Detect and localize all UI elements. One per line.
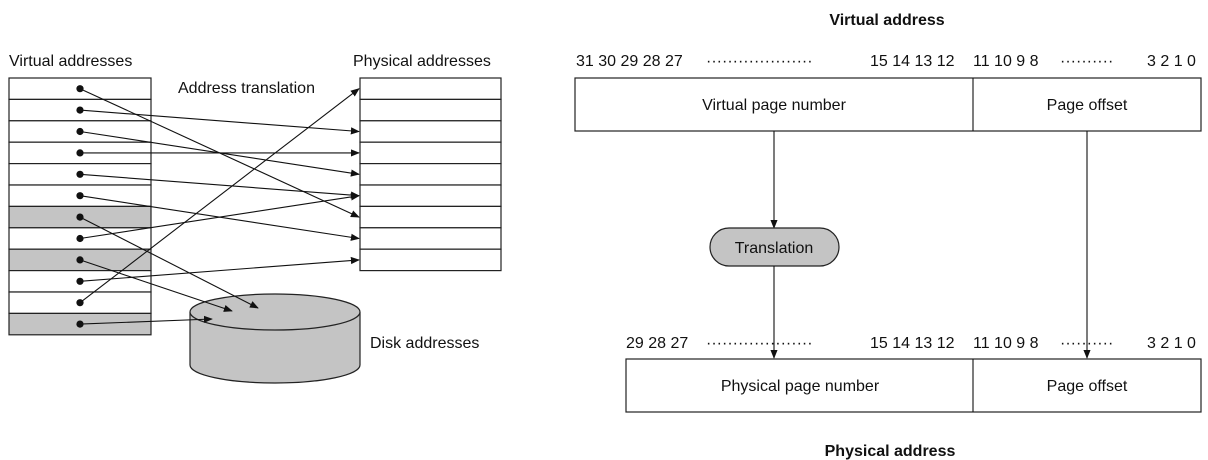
- mapping-arrow: [79, 109, 360, 135]
- physical-page-offset-field: Page offset: [1047, 378, 1128, 395]
- disk-addresses-label: Disk addresses: [370, 335, 479, 352]
- mapping-arrow: [79, 216, 259, 309]
- address-mapping-figure: Virtual addresses Physical addresses Add…: [8, 53, 502, 384]
- address-format-figure: Virtual address 31 30 29 28 27 ·········…: [574, 12, 1202, 460]
- physical-bits-mid-right: 11 10 9 8: [973, 335, 1039, 352]
- virtual-bits-right: 3 2 1 0: [1147, 53, 1196, 70]
- physical-address-box: [625, 358, 1202, 413]
- mapping-dot: [76, 149, 84, 157]
- physical-page-number-field: Physical page number: [721, 378, 880, 395]
- mapping-dot: [76, 213, 84, 221]
- physical-address-title: Physical address: [825, 443, 956, 460]
- physical-bits-right: 3 2 1 0: [1147, 335, 1196, 352]
- mapping-dot: [76, 277, 84, 285]
- virtual-page-table: [8, 77, 152, 336]
- virtual-bits-dots-short: ··········: [1060, 53, 1113, 70]
- physical-page-table: [359, 77, 502, 272]
- mapping-dot: [76, 234, 84, 243]
- virtual-address-title: Virtual address: [829, 12, 944, 29]
- physical-page-row: [359, 248, 502, 272]
- mapping-arrow: [79, 173, 360, 199]
- virtual-bits-dots: ····················: [706, 53, 813, 70]
- physical-page-row: [359, 227, 502, 250]
- virtual-bits-mid-right: 11 10 9 8: [973, 53, 1039, 70]
- address-translation-label: Address translation: [178, 80, 315, 97]
- physical-page-row: [359, 184, 502, 207]
- translation-label: Translation: [735, 240, 814, 257]
- mapping-dot: [76, 256, 84, 264]
- virtual-bits-left: 31 30 29 28 27: [576, 53, 683, 70]
- mapping-arrow: [79, 259, 233, 312]
- mapping-arrow: [79, 256, 360, 282]
- disk-top: [189, 293, 361, 331]
- virtual-page-number-field: Virtual page number: [702, 97, 846, 114]
- mapping-arrow: [79, 315, 213, 325]
- physical-page-row: [359, 120, 502, 143]
- mapping-arrow: [79, 193, 360, 240]
- physical-addresses-label: Physical addresses: [353, 53, 491, 70]
- mapping-dot: [76, 127, 84, 136]
- virtual-addresses-label: Virtual addresses: [9, 53, 132, 70]
- physical-bits-dots-short: ··········: [1060, 335, 1113, 352]
- physical-page-row: [359, 98, 502, 122]
- mapping-arrows: [76, 85, 360, 328]
- physical-page-row: [359, 141, 502, 165]
- physical-bits-dots: ····················: [706, 335, 813, 352]
- mapping-dot: [76, 299, 84, 307]
- mapping-arrow: [79, 88, 360, 304]
- disk-body: [189, 312, 361, 384]
- virtual-page-offset-field: Page offset: [1047, 97, 1128, 114]
- physical-page-row: [359, 163, 502, 186]
- mapping-dot: [76, 106, 84, 114]
- disk-cylinder: [189, 293, 361, 384]
- physical-page-row: [359, 77, 502, 100]
- physical-page-row: [359, 205, 502, 229]
- mapping-dot: [76, 192, 84, 200]
- mapping-dot: [76, 170, 84, 178]
- virtual-address-box: [574, 77, 1202, 132]
- mapping-dot: [76, 85, 84, 93]
- mapping-dot: [76, 320, 84, 328]
- physical-bits-mid: 15 14 13 12: [870, 335, 955, 352]
- virtual-bits-mid: 15 14 13 12: [870, 53, 955, 70]
- physical-bits-left: 29 28 27: [626, 335, 688, 352]
